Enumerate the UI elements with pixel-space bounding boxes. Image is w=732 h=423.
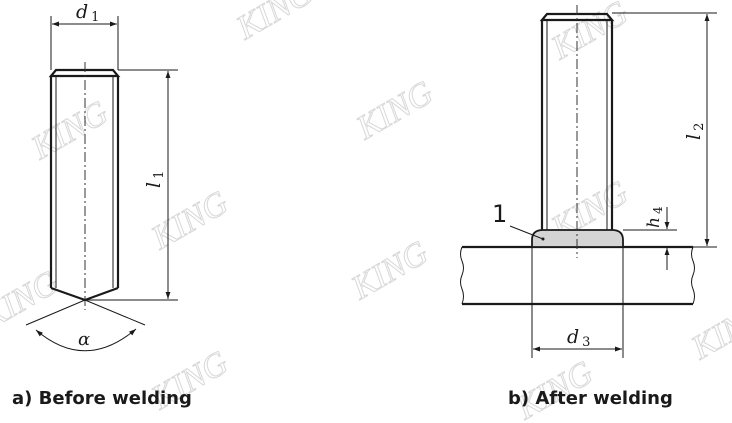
label-h4: h4 (644, 206, 665, 228)
label-l2: l2 (683, 123, 707, 140)
stud-outline (49, 76, 120, 288)
callout-leader (509, 225, 544, 240)
base-plate (462, 245, 693, 306)
watermark: KING (350, 74, 440, 147)
watermark: KING (345, 234, 435, 307)
watermark: KING (685, 294, 732, 367)
callout-number: 1 (492, 200, 507, 228)
label-alpha: α (78, 329, 90, 350)
stud-chamfer-top (48, 68, 121, 78)
watermark: KING (545, 0, 635, 67)
angle-line (25, 299, 86, 326)
stud-outline (540, 20, 614, 230)
watermark: KING (0, 264, 64, 337)
watermark: KING (230, 0, 320, 47)
angle-arc (35, 328, 137, 352)
label-l1: l1 (143, 171, 167, 188)
caption-b: b) After welding (508, 388, 673, 409)
break-line-right (691, 246, 695, 305)
stud-chamfer-top (539, 12, 615, 22)
thread-root-lines (546, 20, 608, 230)
watermark: KING (25, 94, 115, 167)
callout-dot (541, 237, 545, 241)
caption-a: a) Before welding (12, 388, 192, 409)
break-line-left (460, 246, 464, 305)
angle-line (84, 299, 146, 326)
thread-root-lines (55, 76, 114, 288)
watermark: KING (145, 184, 235, 257)
